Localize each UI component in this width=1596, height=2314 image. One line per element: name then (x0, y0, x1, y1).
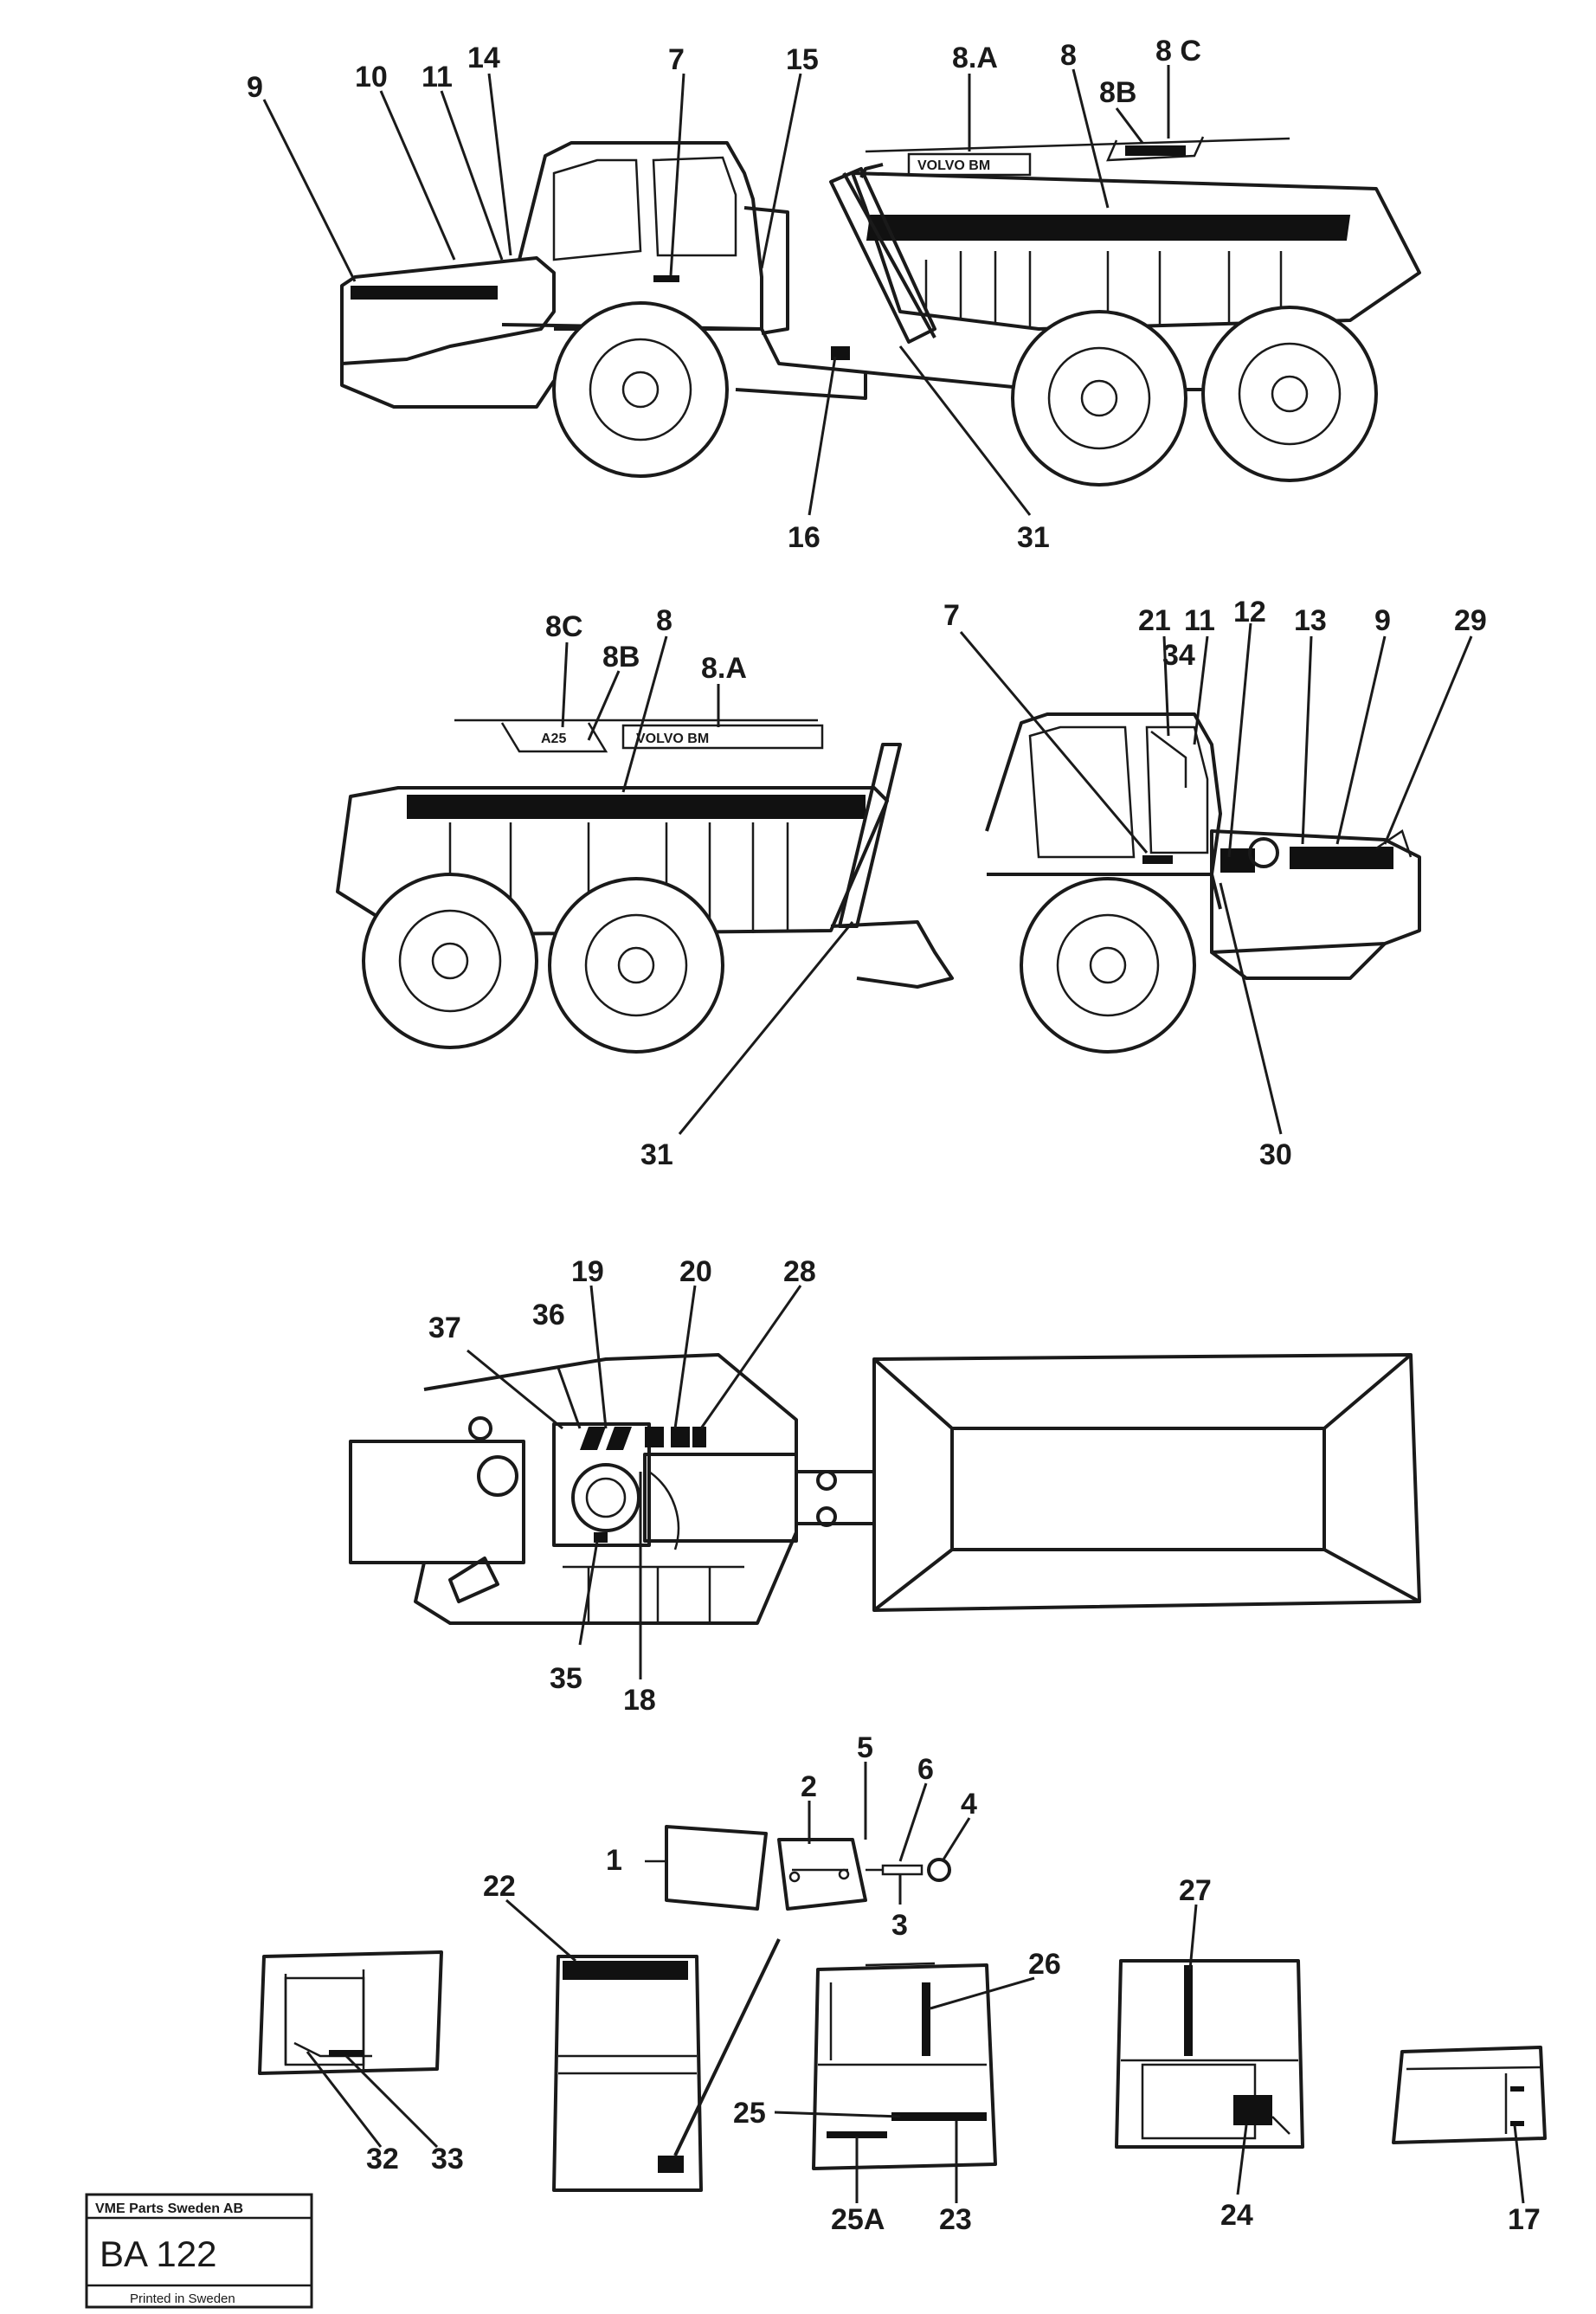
stamp-code: BA 122 (100, 2233, 216, 2274)
callout-7: 7 (943, 599, 960, 632)
callout-25a: 25A (831, 2203, 885, 2236)
callout-27: 27 (1179, 1874, 1212, 1907)
callout-2: 2 (801, 1770, 817, 1803)
callout-34: 34 (1162, 639, 1195, 672)
callout-10: 10 (355, 61, 388, 93)
callout-17: 17 (1508, 2203, 1541, 2236)
callout-11: 11 (1184, 604, 1215, 637)
stamp-footer: Printed in Sweden (130, 2291, 235, 2306)
callout-6: 6 (917, 1753, 934, 1786)
callout-9: 9 (247, 71, 263, 104)
volvo-bm-decal-side2: VOLVO BM (636, 732, 709, 746)
callout-11: 11 (422, 61, 453, 93)
model-decal-side2: A25 (541, 732, 566, 746)
callout-33: 33 (431, 2143, 464, 2175)
callout-29: 29 (1454, 604, 1487, 637)
callout-19: 19 (571, 1255, 604, 1288)
callout-31: 31 (640, 1138, 673, 1171)
drawing-stamp: VME Parts Sweden AB BA 122 Printed in Sw… (85, 2193, 313, 2309)
decal-parts-exploded: 5 2 6 4 1 3 (606, 1731, 977, 1942)
callout-14: 14 (467, 42, 500, 74)
callout-12: 12 (1233, 596, 1266, 628)
callout-5: 5 (857, 1731, 873, 1764)
callout-35: 35 (550, 1662, 582, 1695)
callout-9: 9 (1374, 604, 1391, 637)
callout-25: 25 (733, 2097, 766, 2130)
callout-30: 30 (1259, 1138, 1292, 1171)
callout-8c: 8C (545, 610, 582, 643)
callout-1: 1 (606, 1844, 622, 1877)
callout-8c: 8 C (1155, 35, 1201, 68)
callout-21: 21 (1138, 604, 1171, 637)
callout-8: 8 (656, 604, 673, 637)
cab-panel-views: 22 27 26 25 32 33 25A 23 24 17 (258, 1870, 1547, 2236)
callout-31: 31 (1017, 521, 1050, 554)
callout-16: 16 (788, 521, 821, 554)
callout-32: 32 (366, 2143, 399, 2175)
stamp-header: VME Parts Sweden AB (95, 2201, 243, 2216)
callout-8b: 8B (1099, 76, 1136, 109)
callout-26: 26 (1028, 1948, 1061, 1981)
callout-18: 18 (623, 1684, 656, 1717)
truck-side-view-right: VOLVO BM A25 (336, 596, 1487, 1171)
callout-28: 28 (783, 1255, 816, 1288)
callout-8b: 8B (602, 641, 640, 674)
callout-8a: 8.A (952, 42, 998, 74)
callout-8: 8 (1060, 39, 1077, 72)
truck-side-view-left: VOLVO BM 9 10 11 14 7 15 8.A 8 (247, 35, 1421, 554)
callout-36: 36 (532, 1299, 565, 1331)
callout-22: 22 (483, 1870, 516, 1903)
callout-13: 13 (1294, 604, 1327, 637)
callout-23: 23 (939, 2203, 972, 2236)
callout-20: 20 (679, 1255, 712, 1288)
callout-15: 15 (786, 43, 819, 76)
callout-24: 24 (1220, 2199, 1253, 2232)
truck-top-view: 19 20 28 37 36 35 18 (349, 1255, 1421, 1717)
callout-37: 37 (428, 1312, 461, 1344)
callout-3: 3 (891, 1909, 908, 1942)
callout-7: 7 (668, 43, 685, 76)
volvo-bm-decal-side1: VOLVO BM (917, 158, 990, 173)
callout-8a: 8.A (701, 652, 747, 685)
callout-4: 4 (961, 1788, 977, 1821)
